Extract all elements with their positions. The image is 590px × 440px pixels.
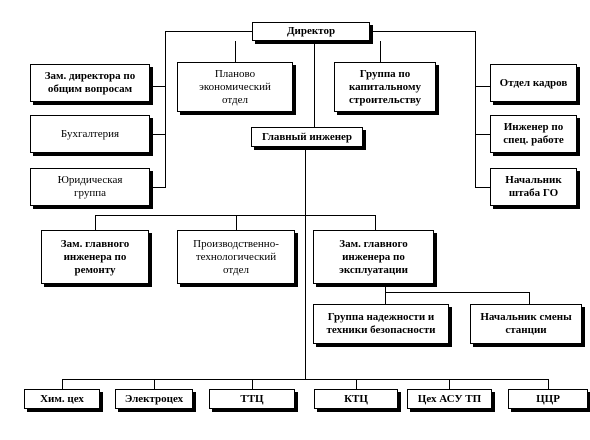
civil-defense-box: Начальник штаба ГО <box>490 168 577 206</box>
ttc-workshop-box: ТТЦ <box>209 389 295 409</box>
planning-dept-box: Планово экономический отдел <box>177 62 293 112</box>
connector <box>529 292 530 304</box>
shift-head-box: Начальник смены станции <box>470 304 582 344</box>
connector <box>165 31 166 188</box>
connector <box>236 215 237 230</box>
chief-engineer-box: Главный инженер <box>251 127 363 147</box>
connector <box>475 86 490 87</box>
asu-workshop-box: Цех АСУ ТП <box>407 389 492 409</box>
production-dept-box: Производственно- технологический отдел <box>177 230 295 284</box>
connector <box>150 187 166 188</box>
connector <box>165 31 252 32</box>
connector <box>385 292 386 304</box>
connector <box>235 41 236 62</box>
electro-workshop-box: Электроцех <box>115 389 193 409</box>
connector <box>314 41 315 127</box>
connector <box>305 147 306 380</box>
connector <box>475 187 490 188</box>
connector <box>150 134 166 135</box>
ccr-workshop-box: ЦЦР <box>508 389 588 409</box>
connector <box>95 215 376 216</box>
connector <box>385 292 530 293</box>
connector <box>62 379 549 380</box>
connector <box>548 379 549 389</box>
director-box: Директор <box>252 22 370 41</box>
connector <box>475 134 490 135</box>
accounting-box: Бухгалтерия <box>30 115 150 153</box>
deputy-operation-box: Зам. главного инженера по эксплуатации <box>313 230 434 284</box>
connector <box>380 41 381 62</box>
connector <box>62 379 63 389</box>
connector <box>370 31 476 32</box>
ktc-workshop-box: КТЦ <box>314 389 398 409</box>
construction-group-box: Группа по капитальному строительству <box>334 62 436 112</box>
connector <box>95 215 96 230</box>
connector <box>475 31 476 188</box>
connector <box>356 379 357 389</box>
hr-dept-box: Отдел кадров <box>490 64 577 102</box>
legal-group-box: Юридическая группа <box>30 168 150 206</box>
connector <box>150 86 166 87</box>
connector <box>385 283 386 293</box>
deputy-general-box: Зам. директора по общим вопросам <box>30 64 150 102</box>
connector <box>154 379 155 389</box>
connector <box>375 215 376 230</box>
chem-workshop-box: Хим. цех <box>24 389 100 409</box>
deputy-repair-box: Зам. главного инженера по ремонту <box>41 230 149 284</box>
special-engineer-box: Инженер по спец. работе <box>490 115 577 153</box>
connector <box>252 379 253 389</box>
reliability-group-box: Группа надежности и техники безопасности <box>313 304 449 344</box>
connector <box>449 379 450 389</box>
